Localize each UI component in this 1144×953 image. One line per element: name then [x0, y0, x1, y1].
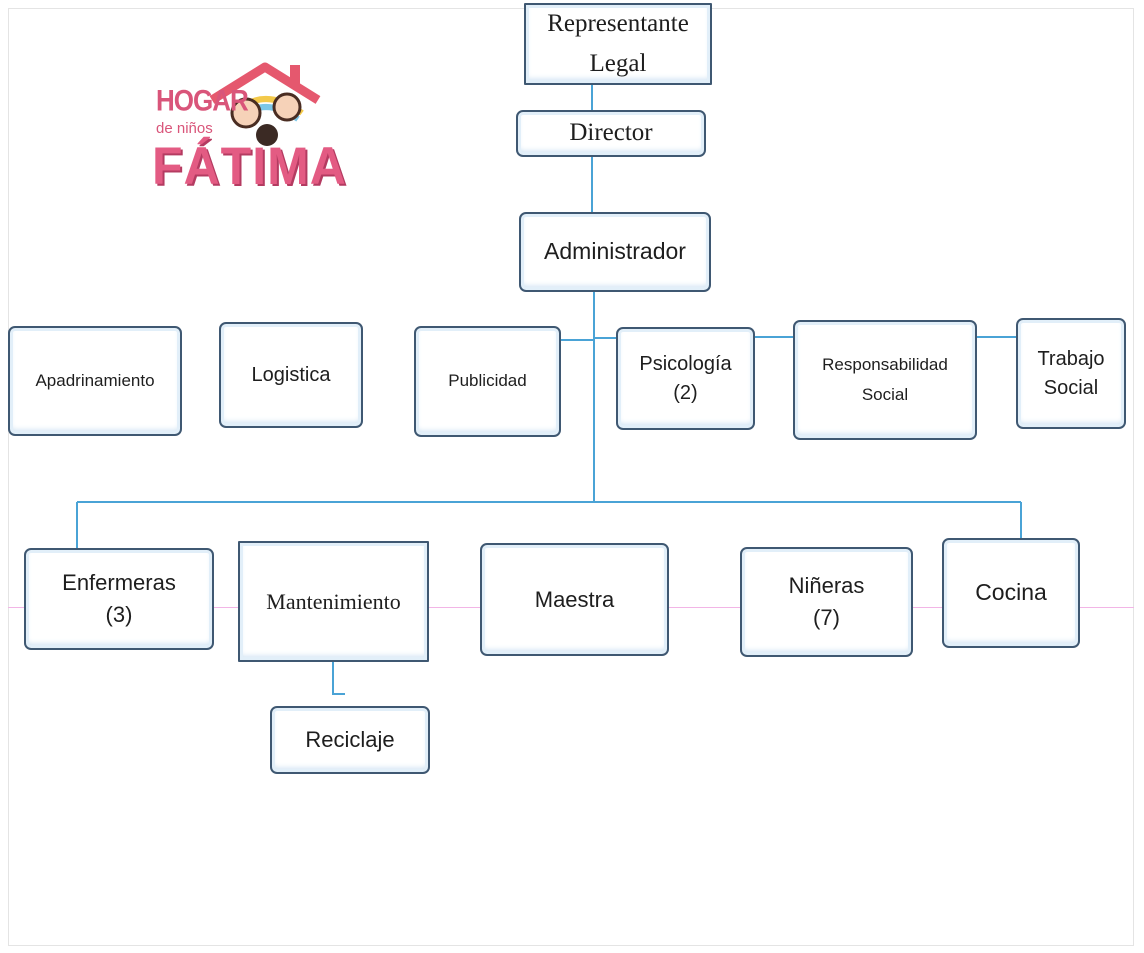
node-representante-legal: Representante Legal [524, 3, 712, 85]
logo-word-fatima: FÁTIMA [152, 136, 347, 196]
node-cocina: Cocina [942, 538, 1080, 648]
node-reciclaje: Reciclaje [270, 706, 430, 774]
connector-reciclaje [332, 662, 345, 695]
node-responsabilidad-social: Responsabilidad Social [793, 320, 977, 440]
logo-word-hogar: HOGAR [156, 82, 249, 118]
node-psicologia: Psicología (2) [616, 327, 755, 430]
logo-word-ninos: de niños [156, 120, 213, 137]
node-director: Director [516, 110, 706, 157]
node-maestra: Maestra [480, 543, 669, 656]
node-publicidad: Publicidad [414, 326, 561, 437]
node-nineras: Niñeras (7) [740, 547, 913, 657]
node-administrador: Administrador [519, 212, 711, 292]
node-trabajo-social: Trabajo Social [1016, 318, 1126, 429]
node-mantenimiento: Mantenimiento [238, 541, 429, 662]
node-logistica: Logistica [219, 322, 363, 428]
hogar-fatima-logo: HOGAR de niños FÁTIMA [150, 55, 346, 205]
house-roof-icon [209, 62, 321, 146]
node-apadrinamiento: Apadrinamiento [8, 326, 182, 436]
node-enfermeras: Enfermeras (3) [24, 548, 214, 650]
